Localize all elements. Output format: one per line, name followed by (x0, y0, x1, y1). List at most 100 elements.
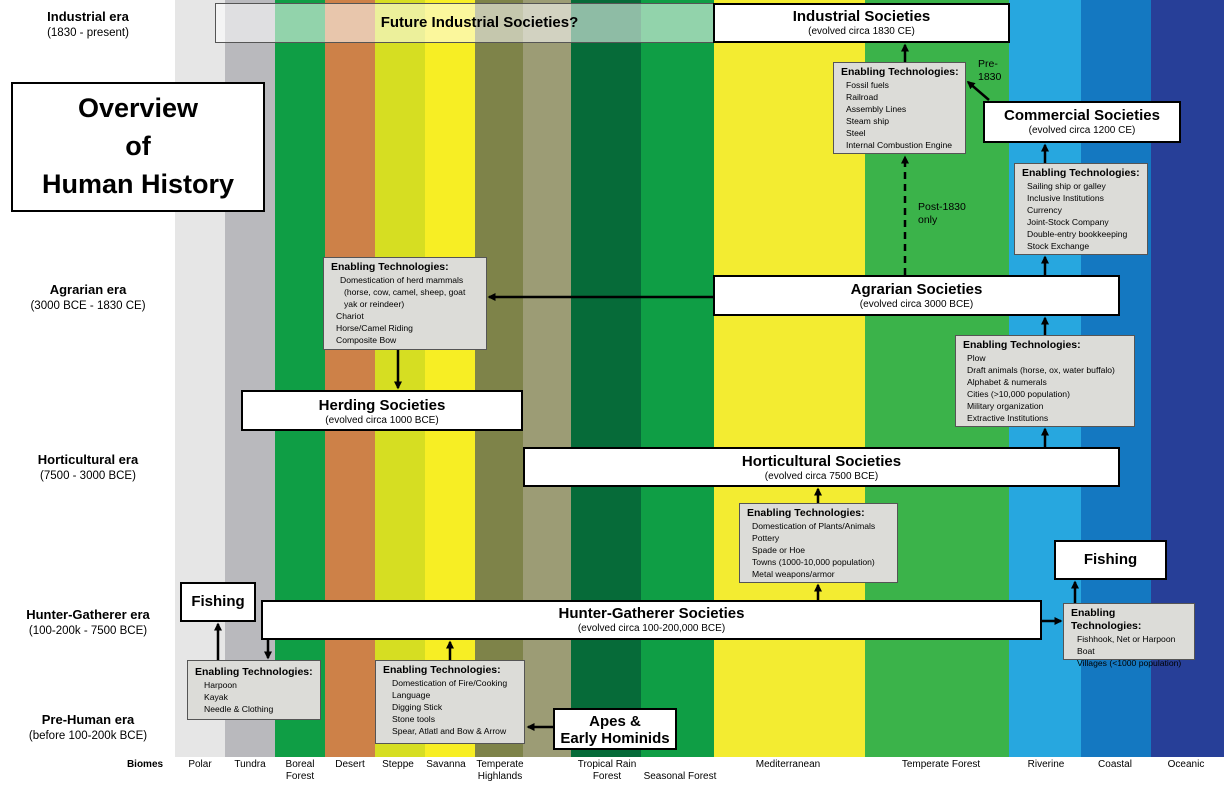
era-range: (3000 BCE - 1830 CE) (30, 300, 146, 312)
apes-label-2: Early Hominids (560, 730, 670, 747)
tech-box-industrial: Enabling Technologies: Fossil fuels Rail… (833, 62, 966, 154)
apes-label-1: Apes & (589, 713, 641, 730)
tech-heading: Enabling Technologies: (1071, 607, 1142, 632)
tech-item: Domestication of Fire/Cooking (392, 678, 508, 688)
tech-item: Domestication of herd mammals (340, 275, 464, 285)
society-origin: (evolved circa 7500 BCE) (764, 471, 879, 482)
horticultural-societies-box: Horticultural Societies (evolved circa 7… (523, 447, 1120, 487)
fishing-left-box: Fishing (180, 582, 256, 622)
biome-label-coastal: Coastal (1098, 759, 1132, 770)
era-range: (100-200k - 7500 BCE) (28, 625, 148, 637)
future-industrial-label: Future Industrial Societies? (380, 14, 579, 31)
biome-label-tundra: Tundra (234, 759, 266, 770)
tech-item: Metal weapons/armor (752, 569, 835, 580)
tech-item: Joint-Stock Company (1027, 217, 1109, 228)
tech-item: Needle & Clothing (204, 704, 274, 715)
tech-item: Military organization (967, 401, 1044, 412)
tech-item: Double-entry bookkeeping (1027, 229, 1128, 240)
tech-heading: Enabling Technologies: (195, 666, 313, 678)
note-post-1830-line-2: only (918, 214, 938, 226)
title-line-1: Overview (77, 93, 199, 123)
tech-heading: Enabling Technologies: (383, 664, 501, 676)
herding-societies-box: Herding Societies (evolved circa 1000 BC… (241, 390, 523, 431)
tech-item: Spade or Hoe (752, 545, 806, 556)
biome-label-polar: Polar (188, 759, 212, 770)
commercial-societies-box: Commercial Societies (evolved circa 1200… (983, 101, 1181, 143)
tech-heading: Enabling Technologies: (747, 507, 865, 519)
biome-label-boreal-forest: Boreal Forest (285, 759, 315, 782)
tech-item: Cities (>10,000 population) (967, 389, 1070, 400)
society-origin: (evolved circa 1000 BCE) (325, 415, 439, 426)
tech-item: Stone tools (392, 714, 435, 725)
society-origin: (evolved circa 1200 CE) (1028, 125, 1136, 136)
biome-label-temperate-highlands: Temperate Highlands (476, 759, 524, 782)
era-name: Pre-Human era (41, 712, 135, 727)
tech-heading: Enabling Technologies: (1022, 167, 1140, 179)
era-agrarian: Agrarian era (3000 BCE - 1830 CE) (8, 282, 168, 312)
biomes-label: Biomes (126, 759, 164, 770)
biome-label-temperate-forest: Temperate Forest (901, 759, 981, 770)
tech-item: Pottery (752, 533, 780, 544)
tech-item: Fossil fuels (846, 80, 889, 90)
tech-item: Steel (846, 128, 866, 139)
tech-box-hunter-gatherer: Enabling Technologies: Domestication of … (375, 660, 525, 744)
tech-item: Steam ship (846, 116, 889, 127)
biome-label-steppe: Steppe (382, 759, 414, 770)
tech-box-fishing-left: Enabling Technologies: Harpoon Kayak Nee… (187, 660, 321, 720)
society-name: Commercial Societies (1004, 107, 1160, 124)
tech-box-agrarian: Enabling Technologies: Plow Draft animal… (955, 335, 1135, 427)
era-range: (7500 - 3000 BCE) (40, 470, 136, 482)
era-name: Hunter-Gatherer era (26, 607, 150, 622)
diagram-title: Overview of Human History (11, 82, 265, 212)
tech-item: Internal Combustion Engine (846, 140, 953, 151)
fishing-right-box: Fishing (1054, 540, 1167, 580)
tech-item: Domestication of Plants/Animals (752, 521, 876, 531)
tech-item: Language (392, 690, 431, 701)
society-origin: (evolved circa 3000 BCE) (859, 299, 974, 310)
future-industrial-box: Future Industrial Societies? (215, 3, 714, 43)
industrial-societies-box: Industrial Societies (evolved circa 1830… (713, 3, 1010, 43)
era-hunter-gatherer: Hunter-Gatherer era (100-200k - 7500 BCE… (8, 607, 168, 637)
tech-item: Alphabet & numerals (967, 377, 1047, 388)
tech-item: Fishhook, Net or Harpoon (1077, 634, 1176, 644)
tech-item: Villages (<1000 population) (1077, 658, 1182, 669)
society-name: Herding Societies (318, 397, 446, 414)
hunter-gatherer-societies-box: Hunter-Gatherer Societies (evolved circa… (261, 600, 1042, 640)
society-name: Industrial Societies (792, 8, 931, 25)
society-origin: (evolved circa 1830 CE) (808, 26, 915, 37)
note-post-1830: Post-1830 only (918, 201, 966, 227)
title-line-3: Human History (41, 169, 235, 199)
tech-item: Boat (1077, 646, 1095, 657)
title-line-2: of (125, 131, 151, 161)
era-industrial: Industrial era (1830 - present) (8, 9, 168, 39)
tech-item: yak or reindeer) (344, 299, 405, 310)
tech-item: Extractive Institutions (967, 413, 1049, 424)
tech-item: Chariot (336, 311, 364, 322)
biome-label-tropical-rain-forest: Tropical Rain Forest (577, 759, 637, 782)
tech-item: Digging Stick (392, 702, 443, 713)
tech-item: Plow (967, 353, 986, 363)
era-pre-human: Pre-Human era (before 100-200k BCE) (8, 712, 168, 742)
tech-heading: Enabling Technologies: (963, 339, 1081, 351)
society-origin: (evolved circa 100-200,000 BCE) (577, 623, 726, 634)
arrow-commercial-to-industrial-tech (966, 81, 990, 101)
tech-box-herding: Enabling Technologies: Domestication of … (323, 257, 487, 350)
tech-item: Draft animals (horse, ox, water buffalo) (967, 365, 1115, 376)
tech-item: Composite Bow (336, 335, 397, 346)
tech-heading: Enabling Technologies: (331, 261, 449, 273)
note-pre-1830: Pre- 1830 (978, 58, 1001, 84)
tech-heading: Enabling Technologies: (841, 66, 959, 78)
tech-item: Stock Exchange (1027, 241, 1090, 252)
fishing-label: Fishing (191, 593, 245, 610)
tech-item: Assembly Lines (846, 104, 907, 115)
biome-label-savanna: Savanna (426, 759, 466, 770)
fishing-label: Fishing (1083, 551, 1138, 568)
era-name: Industrial era (47, 9, 129, 24)
society-name: Hunter-Gatherer Societies (558, 605, 745, 622)
biome-label-desert: Desert (335, 759, 365, 770)
era-range: (1830 - present) (47, 27, 129, 39)
era-range: (before 100-200k BCE) (28, 730, 148, 742)
society-name: Horticultural Societies (741, 453, 902, 470)
tech-item: Sailing ship or galley (1027, 181, 1106, 191)
biome-label-seasonal-forest: Seasonal Forest (643, 771, 717, 782)
